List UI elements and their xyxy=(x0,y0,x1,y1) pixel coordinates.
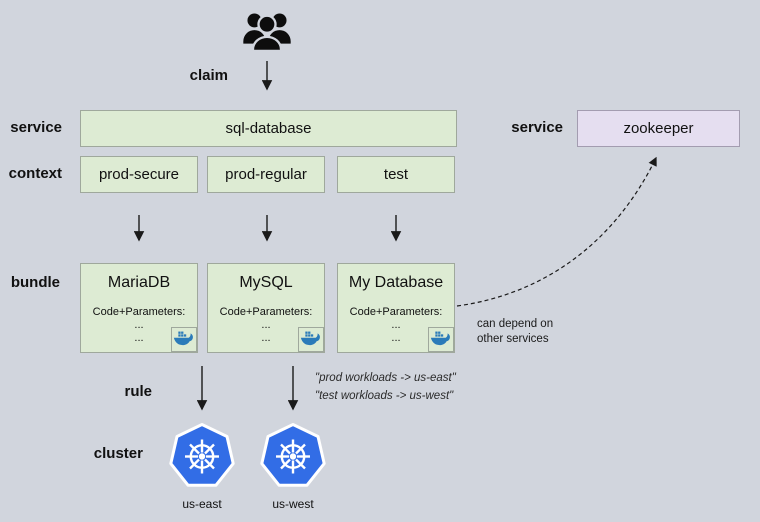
claim-label: claim xyxy=(189,67,228,84)
depends-note: can depend on other services xyxy=(477,317,553,347)
bundle-dots: ... xyxy=(134,332,144,344)
service-node-sql-database: sql-database xyxy=(80,110,457,147)
bundle-dots: ... xyxy=(134,319,144,331)
docker-whale-icon xyxy=(171,327,197,352)
context-row-label: context xyxy=(8,165,62,182)
bundle-title: My Database xyxy=(348,274,444,291)
rule-note-line1: "prod workloads -> us-east" xyxy=(315,372,456,384)
bundle-title: MariaDB xyxy=(107,274,171,291)
bundle-title: MySQL xyxy=(239,274,293,291)
context-node-text: test xyxy=(383,166,409,183)
depends-note-line1: can depend on xyxy=(477,318,554,330)
bundle-node-mysql: MySQL Code+Parameters: ... ... xyxy=(207,263,325,353)
bundle-dots: ... xyxy=(391,332,401,344)
bundle-node-my-database: My Database Code+Parameters: ... ... xyxy=(337,263,455,353)
context-node-prod-secure: prod-secure xyxy=(80,156,198,193)
rule-row-label: rule xyxy=(124,383,152,400)
bundle-code-label: Code+Parameters: xyxy=(349,306,443,318)
docker-whale-icon xyxy=(428,327,454,352)
docker-whale-icon xyxy=(298,327,324,352)
service-node-zookeeper: zookeeper xyxy=(577,110,740,147)
context-node-test: test xyxy=(337,156,455,193)
bundle-code-label: Code+Parameters: xyxy=(219,306,313,318)
bundle-dots: ... xyxy=(261,319,271,331)
cluster-name-us-east: us-east xyxy=(182,497,222,511)
rule-notes: "prod workloads -> us-east" "test worklo… xyxy=(315,370,456,405)
bundle-dots: ... xyxy=(391,319,401,331)
context-node-text: prod-regular xyxy=(225,166,307,183)
bundle-row-label: bundle xyxy=(10,274,60,291)
depends-note-line2: other services xyxy=(477,333,549,345)
zookeeper-service-row-label: service xyxy=(511,119,563,136)
zookeeper-node-text: zookeeper xyxy=(623,120,694,137)
bundle-node-mariadb: MariaDB Code+Parameters: ... ... xyxy=(80,263,198,353)
context-node-prod-regular: prod-regular xyxy=(207,156,325,193)
bundle-dots: ... xyxy=(261,332,271,344)
service-node-text: sql-database xyxy=(225,120,312,137)
kubernetes-icon xyxy=(258,421,328,492)
cluster-row-label: cluster xyxy=(93,445,143,462)
context-node-text: prod-secure xyxy=(98,166,180,183)
rule-note-line2: "test workloads -> us-west" xyxy=(315,389,454,402)
bundle-code-label: Code+Parameters: xyxy=(92,306,186,318)
users-icon xyxy=(238,7,296,58)
kubernetes-icon xyxy=(167,421,237,492)
cluster-name-us-west: us-west xyxy=(272,497,314,511)
service-row-label: service xyxy=(10,119,62,136)
depends-on-dashed-arrow xyxy=(456,156,657,307)
